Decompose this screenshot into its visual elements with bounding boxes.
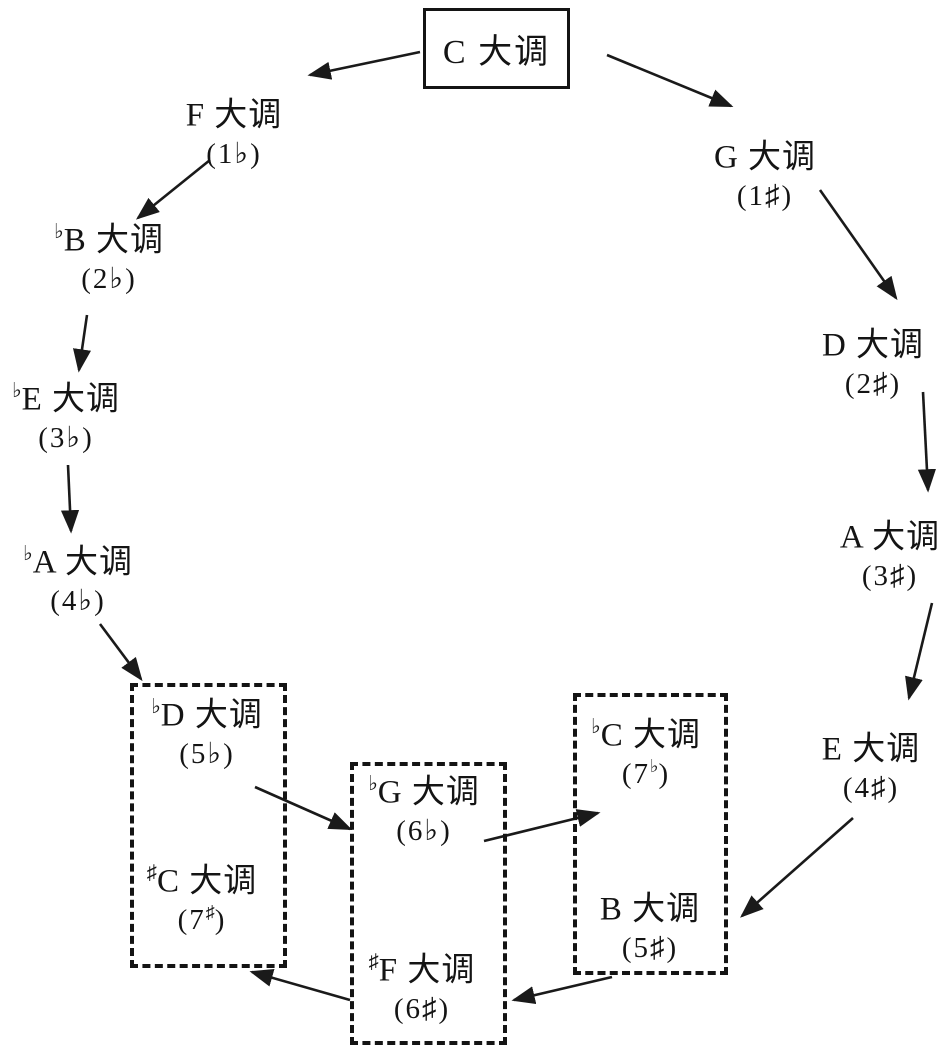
node-sharp-f-major: ♯F 大调 (6♯) (369, 951, 476, 1026)
node-label: B 大调 (599, 891, 701, 928)
node-d-major: D 大调 (2♯) (822, 326, 924, 401)
key-signature-label: (1♯) (736, 179, 794, 212)
arrow-flat-d-major-to-flat-g-major (254, 785, 353, 831)
node-flat-a-major: ♭A 大调 (4♭) (23, 543, 133, 618)
node-label: E 大调 (821, 731, 921, 768)
enharmonic-group-left (130, 683, 287, 968)
arrow-c-major-to-f-major (307, 50, 421, 80)
node-label: ♭G 大调 (368, 773, 480, 811)
arrow-c-major-to-g-major (606, 53, 734, 108)
node-label: G 大调 (713, 139, 817, 176)
enharmonic-group-right (573, 693, 728, 975)
node-label: ♯C 大调 (146, 862, 258, 900)
arrow-f-major-to-flat-b-major (135, 158, 211, 220)
arrow-d-major-to-a-major (917, 391, 937, 493)
key-signature-label: (3♯) (861, 559, 919, 592)
key-signature-label: (4♭) (50, 584, 106, 617)
accidental-prefix: ♭ (591, 716, 601, 738)
key-signature-label: (7♯) (177, 901, 227, 936)
arrow-flat-a-major-to-flat-d-major (98, 623, 143, 682)
key-signature-label: (4♯) (842, 771, 900, 804)
arrow-flat-e-major-to-flat-a-major (60, 464, 80, 534)
arrow-flat-b-major-to-flat-e-major (72, 314, 91, 373)
node-sharp-c-major: ♯C 大调 (7♯) (147, 862, 257, 937)
node-c-major: C 大调 (423, 8, 570, 89)
key-signature-label: (5♯) (621, 931, 679, 964)
node-label: ♭C 大调 (591, 716, 701, 754)
key-signature-label: (2♭) (81, 262, 137, 295)
accidental-prefix: ♭ (151, 696, 161, 718)
node-flat-d-major: ♭D 大调 (5♭) (151, 696, 263, 771)
node-flat-c-major: ♭C 大调 (7♭) (591, 716, 701, 791)
node-label: F 大调 (185, 97, 283, 134)
key-signature-label: (2♯) (844, 367, 902, 400)
key-signature-label: (5♭) (179, 737, 235, 770)
key-signature-label: (1♭) (206, 137, 262, 170)
node-g-major: G 大调 (1♯) (714, 138, 816, 213)
node-label: C 大调 (442, 34, 551, 71)
node-b-major: B 大调 (5♯) (600, 890, 700, 965)
accidental-prefix: ♭ (368, 773, 378, 795)
node-f-major: F 大调 (1♭) (186, 96, 283, 171)
accidental-prefix: ♭ (11, 380, 22, 402)
key-signature-label: (6♯) (393, 992, 451, 1025)
node-e-major: E 大调 (4♯) (822, 730, 920, 805)
node-label: ♭A 大调 (23, 543, 133, 581)
accidental-prefix: ♯ (368, 951, 379, 973)
arrow-sharp-f-major-to-sharp-c-major (249, 968, 351, 1002)
key-signature-label: (6♭) (396, 814, 452, 847)
arrow-g-major-to-d-major (818, 189, 898, 301)
accidental-prefix: ♯ (146, 862, 157, 884)
node-label: D 大调 (821, 327, 925, 364)
node-label: ♭D 大调 (151, 696, 263, 734)
node-label: A 大调 (839, 519, 941, 556)
key-signature-label: (7♭) (621, 755, 671, 790)
accidental-prefix: ♭ (54, 221, 64, 243)
node-label: ♭E 大调 (11, 380, 121, 418)
node-flat-b-major: ♭B 大调 (2♭) (54, 221, 164, 296)
arrow-e-major-to-b-major (740, 817, 854, 918)
node-label: ♯F 大调 (368, 951, 476, 989)
node-label: ♭B 大调 (54, 221, 164, 259)
arrow-a-major-to-e-major (905, 602, 934, 701)
accidental-prefix: ♭ (23, 543, 33, 565)
node-flat-g-major: ♭G 大调 (6♭) (368, 773, 480, 848)
node-a-major: A 大调 (3♯) (840, 518, 940, 593)
key-signature-label: (3♭) (38, 421, 94, 454)
arrow-b-major-to-sharp-f-major (511, 975, 613, 1005)
node-flat-e-major: ♭E 大调 (3♭) (12, 380, 120, 455)
enharmonic-group-middle (350, 762, 507, 1045)
